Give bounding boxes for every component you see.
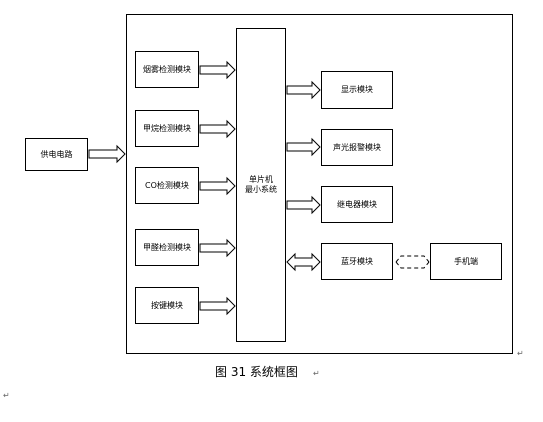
wireless-link-top (395, 255, 430, 263)
power-supply-block: 供电电路 (25, 138, 88, 171)
mcu-label-line1: 单片机 (249, 175, 273, 184)
phone-label: 手机端 (454, 256, 478, 266)
caption-paragraph-mark: ↵ (313, 369, 320, 378)
wireless-link-bottom (395, 261, 430, 269)
arrow-power-to-system (88, 144, 126, 164)
mcu-label-line2: 最小系统 (245, 185, 277, 194)
arrow-methane-to-mcu (199, 119, 236, 139)
smoke-detect-label: 烟雾检测模块 (143, 64, 191, 74)
co-detect-block: CO检测模块 (135, 167, 199, 204)
arrow-smoke-to-mcu (199, 60, 236, 80)
arrow-keys-to-mcu (199, 296, 236, 316)
arrow-formaldehyde-to-mcu (199, 238, 236, 258)
bluetooth-block: 蓝牙模块 (321, 243, 393, 280)
alarm-block: 声光报警模块 (321, 129, 393, 166)
display-block: 显示模块 (321, 71, 393, 109)
keys-label: 按键模块 (151, 300, 183, 310)
figure-caption: 图 31 系统框图 (215, 365, 298, 379)
arrow-mcu-bluetooth-bidirectional (286, 252, 321, 272)
paragraph-mark: ↵ (517, 349, 524, 358)
bluetooth-label: 蓝牙模块 (341, 256, 373, 266)
arrow-mcu-to-alarm (286, 137, 321, 157)
formaldehyde-detect-block: 甲醛检测模块 (135, 229, 199, 266)
co-detect-label: CO检测模块 (145, 180, 189, 190)
smoke-detect-block: 烟雾检测模块 (135, 51, 199, 88)
arrow-co-to-mcu (199, 176, 236, 196)
phone-block: 手机端 (430, 243, 502, 280)
relay-label: 继电器模块 (337, 199, 377, 209)
methane-detect-block: 甲烷检测模块 (135, 110, 199, 147)
line-paragraph-mark: ↵ (3, 391, 10, 400)
display-label: 显示模块 (341, 85, 373, 94)
mcu-block: 单片机 最小系统 (236, 28, 286, 342)
relay-block: 继电器模块 (321, 186, 393, 223)
power-supply-label: 供电电路 (40, 149, 73, 159)
system-frame (126, 14, 513, 354)
methane-detect-label: 甲烷检测模块 (143, 123, 191, 133)
arrow-mcu-to-relay (286, 195, 321, 215)
arrow-mcu-to-display (286, 80, 321, 100)
alarm-label: 声光报警模块 (333, 142, 381, 152)
formaldehyde-detect-label: 甲醛检测模块 (143, 242, 191, 252)
keys-block: 按键模块 (135, 287, 199, 324)
